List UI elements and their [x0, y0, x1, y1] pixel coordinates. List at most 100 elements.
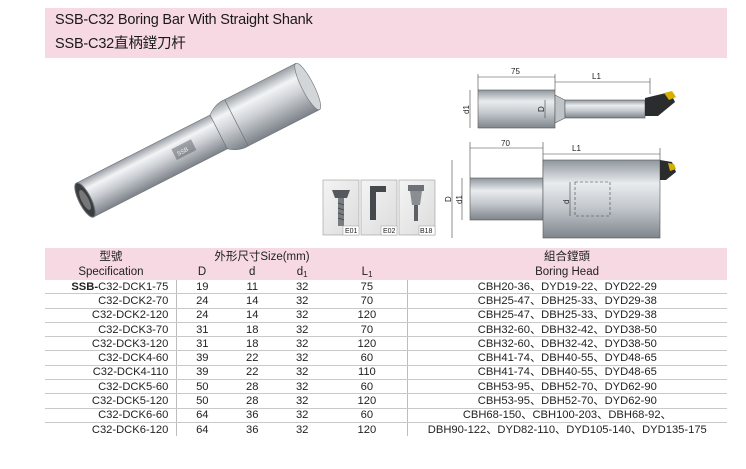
cell-model: SSB-C32-DCK1-75 — [45, 280, 178, 295]
accessory-label-b18: B18 — [420, 228, 433, 235]
product-figure: SSB 75 L1 d1 D 70 — [0, 60, 746, 245]
dim-d-bottom: d — [562, 200, 571, 204]
header-head-en: Boring Head — [407, 264, 727, 280]
cell-L1: 120 — [327, 422, 408, 437]
accessory-label-e01: E01 — [345, 228, 358, 235]
cell-D: 50 — [176, 393, 228, 409]
header-col-D: D — [176, 264, 228, 280]
cell-L1: 60 — [327, 408, 408, 423]
cell-d1: 32 — [295, 423, 309, 436]
cell-d1: 32 — [277, 350, 328, 366]
table-row: C32-DCK2-120 24 14 32 120 CBH25-47、DBH25… — [45, 308, 727, 323]
dim-D-bottom: D — [444, 196, 453, 202]
table-row: C32-DCK4-110 39 22 32 110 CBH41-74、DBH40… — [45, 365, 727, 381]
cell-model: C32-DCK2-120 — [45, 308, 178, 323]
dim-d1-top: d1 — [462, 105, 471, 114]
top-drawing: 75 L1 d1 D — [462, 67, 676, 129]
cell-L1: 120 — [327, 393, 408, 409]
table-row: C32-DCK6-120 64 36 32 120 DBH90-122、DYD8… — [45, 422, 727, 437]
product-logo: SSB — [176, 147, 189, 158]
dim-l1-top: L1 — [592, 72, 601, 81]
accessory-e01: E01 — [322, 179, 360, 236]
cell-d1: 32 — [277, 280, 328, 295]
cell-L1: 60 — [327, 350, 408, 366]
cell-D: 50 — [176, 379, 228, 395]
cell-d: 28 — [227, 379, 278, 395]
cell-D: 24 — [176, 308, 228, 323]
cell-head: CBH32-60、DBH32-42、DYD38-50 — [407, 336, 727, 352]
spec-table-wrap: 型號 外形尺寸Size(mm) 組合鏜頭 Specification D d d… — [45, 248, 727, 437]
bottom-drawing: 70 L1 D d1 d — [444, 139, 676, 239]
header-col-d: d — [227, 264, 278, 280]
cell-D: 64 — [176, 408, 228, 423]
cell-L1: 70 — [327, 293, 408, 309]
cell-head: CBH41-74、DBH40-55、DYD48-65 — [407, 365, 727, 381]
title-english: SSB-C32 Boring Bar With Straight Shank — [55, 12, 313, 28]
screw-icon — [332, 190, 350, 198]
table-row: C32-DCK6-60 64 36 32 60 CBH68-150、CBH100… — [45, 408, 727, 423]
cell-D: 64 — [196, 423, 209, 436]
cell-D: 24 — [176, 293, 228, 309]
header-model-zh: 型號 — [45, 248, 177, 264]
cell-head: CBH25-47、DBH25-33、DYD29-38 — [407, 293, 727, 309]
wrench-icon — [370, 186, 376, 220]
header-col-d1: d1 — [277, 264, 328, 280]
dim-l1-bottom: L1 — [572, 144, 581, 153]
cell-d1: 32 — [277, 293, 328, 309]
cell-model: C32-DCK5-60 — [45, 379, 178, 395]
cell-model: C32-DCK2-70 — [45, 293, 178, 309]
product-illustration: SSB 75 L1 d1 D 70 — [74, 62, 676, 239]
cell-d: 14 — [227, 293, 278, 309]
table-row: SSB-C32-DCK1-75 19 11 32 75 CBH20-36、DYD… — [45, 280, 727, 295]
title-banner: SSB-C32 Boring Bar With Straight Shank S… — [45, 8, 727, 58]
cell-d: 18 — [227, 322, 278, 338]
cell-D: 31 — [176, 322, 228, 338]
boring-bar-photo: SSB — [74, 62, 322, 218]
cell-d1: 32 — [277, 336, 328, 352]
cell-L1: 75 — [327, 280, 408, 295]
accessory-e02: E02 — [360, 179, 398, 236]
cell-model: C32-DCK6-60 — [45, 408, 178, 423]
dim-D-top: D — [537, 106, 546, 112]
table-row: C32-DCK5-120 50 28 32 120 CBH53-95、DBH52… — [45, 393, 727, 409]
cell-d1: 32 — [277, 322, 328, 338]
cell-head: CBH20-36、DYD19-22、DYD22-29 — [407, 280, 727, 295]
cell-d: 22 — [227, 350, 278, 366]
header-col-L1: L1 — [327, 264, 408, 280]
cell-head: CBH53-95、DBH52-70、DYD62-90 — [407, 393, 727, 409]
spring-screw-icon — [408, 185, 424, 191]
header-dims-zh: 外形尺寸Size(mm) — [176, 248, 408, 264]
cell-d: 36 — [227, 408, 278, 423]
cell-head: DBH90-122、DYD82-110、DYD105-140、DYD135-17… — [427, 423, 707, 436]
dim-d1-bottom: d1 — [455, 195, 464, 204]
table-row: C32-DCK2-70 24 14 32 70 CBH25-47、DBH25-3… — [45, 293, 727, 309]
cell-model: C32-DCK3-120 — [45, 336, 178, 352]
cell-L1: 120 — [327, 308, 408, 323]
cell-model: C32-DCK4-110 — [45, 365, 178, 381]
header-model-en: Specification — [45, 264, 177, 280]
cell-head: CBH25-47、DBH25-33、DYD29-38 — [407, 308, 727, 323]
cell-model: C32-DCK4-60 — [45, 350, 178, 366]
cell-d: 14 — [227, 308, 278, 323]
cell-d: 22 — [227, 365, 278, 381]
cell-head: CBH53-95、DBH52-70、DYD62-90 — [407, 379, 727, 395]
cell-model: C32-DCK3-70 — [45, 322, 178, 338]
cell-d1: 32 — [277, 393, 328, 409]
cell-head: CBH32-60、DBH32-42、DYD38-50 — [407, 322, 727, 338]
cell-L1: 70 — [327, 322, 408, 338]
cell-D: 31 — [176, 336, 228, 352]
spec-table: 型號 外形尺寸Size(mm) 組合鏜頭 Specification D d d… — [45, 248, 727, 437]
accessory-label-e02: E02 — [383, 228, 396, 235]
cell-D: 19 — [176, 280, 228, 295]
dim-70: 70 — [501, 139, 510, 148]
cell-L1: 110 — [327, 365, 408, 381]
cell-head: CBH41-74、DBH40-55、DYD48-65 — [407, 350, 727, 366]
title-chinese: SSB-C32直柄鏜刀杆 — [55, 36, 186, 52]
table-row: C32-DCK3-120 31 18 32 120 CBH32-60、DBH32… — [45, 336, 727, 352]
table-row: C32-DCK5-60 50 28 32 60 CBH53-95、DBH52-7… — [45, 379, 727, 395]
cell-d1: 32 — [277, 408, 328, 423]
cell-d: 28 — [227, 393, 278, 409]
header-head-zh: 組合鏜頭 — [407, 248, 727, 264]
table-row: C32-DCK4-60 39 22 32 60 CBH41-74、DBH40-5… — [45, 350, 727, 366]
cell-model: C32-DCK5-120 — [45, 393, 178, 409]
